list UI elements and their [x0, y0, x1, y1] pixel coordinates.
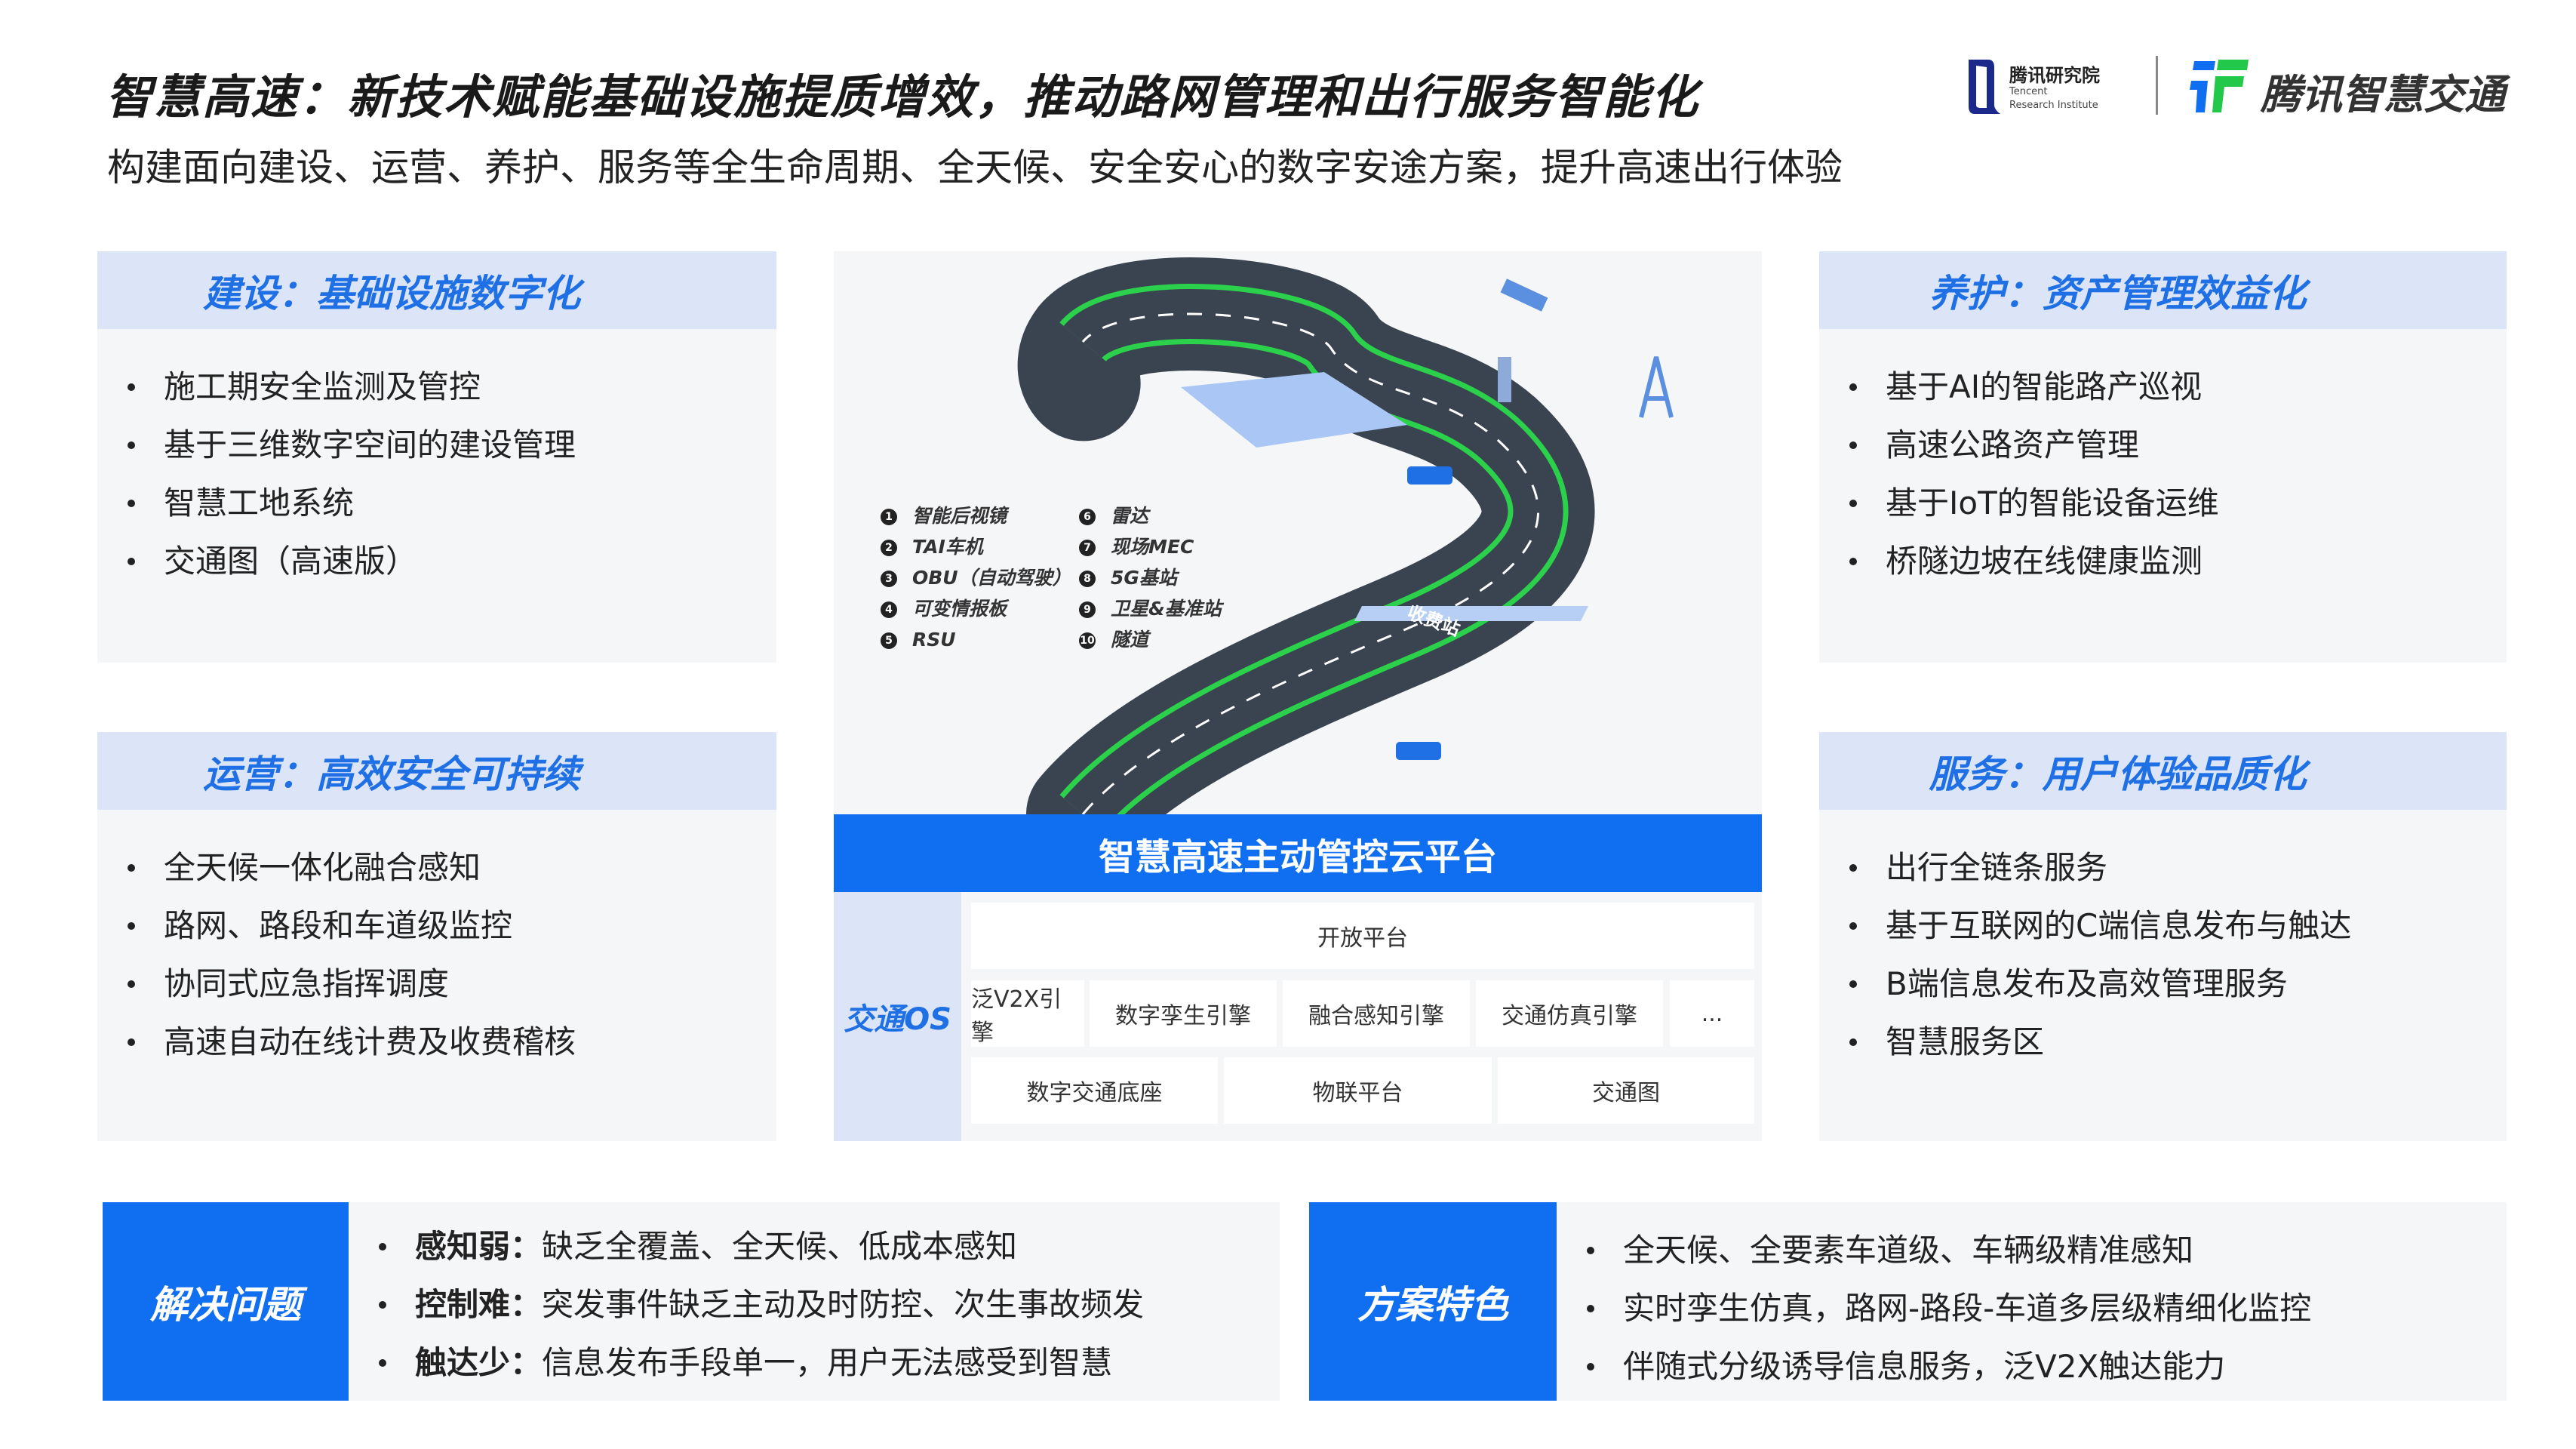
list-item: 实时孪生仿真，路网-路段-车道多层级精细化监控 — [1587, 1279, 2311, 1337]
engine-fusion-perception: 融合感知引擎 — [1283, 980, 1470, 1047]
list-item: 基于IoT的智能设备运维 — [1849, 474, 2507, 532]
list-item: 全天候、全要素车道级、车辆级精准感知 — [1587, 1221, 2311, 1279]
problems-label: 解决问题 — [103, 1202, 349, 1401]
list-item: 基于互联网的C端信息发布与触达 — [1849, 897, 2507, 955]
list-item: 控制难：突发事件缺乏主动及时防控、次生事故频发 — [379, 1275, 1144, 1334]
platform-title-bar: 智慧高速主动管控云平台 — [834, 814, 1762, 892]
5g-tower-icon — [1639, 356, 1674, 418]
traffic-os-area: 交通OS 开放平台 泛V2X引擎 数字孪生引擎 融合感知引擎 交通仿真引擎 ..… — [834, 892, 1762, 1141]
features-label: 方案特色 — [1309, 1202, 1557, 1401]
engine-v2x: 泛V2X引擎 — [971, 980, 1084, 1047]
traffic-logo-text: 腾讯智慧交通 — [2261, 71, 2505, 118]
list-item: 路网、路段和车道级监控 — [128, 897, 776, 955]
list-item: 智慧服务区 — [1849, 1013, 2507, 1071]
traffic-map: 交通图 — [1498, 1057, 1754, 1124]
list-item: 全天候一体化融合感知 — [128, 838, 776, 897]
engine-digital-twin: 数字孪生引擎 — [1090, 980, 1277, 1047]
list-item: 触达少：信息发布手段单一，用户无法感受到智慧 — [379, 1334, 1144, 1392]
open-platform: 开放平台 — [971, 903, 1754, 969]
list-item: 基于三维数字空间的建设管理 — [128, 416, 776, 474]
list-item: 高速自动在线计费及收费稽核 — [128, 1013, 776, 1071]
list-item: 智慧工地系统 — [128, 474, 776, 532]
satellite-icon — [1500, 278, 1548, 312]
research-logo-en2: Research Institute — [2009, 100, 2098, 111]
maintain-panel: 养护：资产管理效益化 基于AI的智能路产巡视 高速公路资产管理 基于IoT的智能… — [1819, 251, 2507, 663]
operate-panel-title: 运营：高效安全可持续 — [97, 732, 776, 810]
build-panel-title: 建设：基础设施数字化 — [97, 251, 776, 329]
list-item: 协同式应急指挥调度 — [128, 955, 776, 1013]
page-subtitle: 构建面向建设、运营、养护、服务等全生命周期、全天候、安全安心的数字安途方案，提升… — [107, 146, 1843, 189]
bus-icon — [1407, 466, 1452, 485]
maintain-panel-title: 养护：资产管理效益化 — [1819, 251, 2507, 329]
research-institute-icon — [1969, 60, 2000, 114]
list-item: 出行全链条服务 — [1849, 838, 2507, 897]
bus-icon — [1396, 742, 1441, 760]
radar-icon — [1498, 357, 1511, 402]
features-box: 方案特色 全天候、全要素车道级、车辆级精准感知 实时孪生仿真，路网-路段-车道多… — [1309, 1202, 2507, 1401]
tunnel-icon — [1181, 372, 1407, 448]
service-panel-title: 服务：用户体验品质化 — [1819, 732, 2507, 810]
toll-gantry-icon — [1354, 606, 1588, 621]
iot-platform: 物联平台 — [1224, 1057, 1492, 1124]
research-logo-cn: 腾讯研究院 — [2009, 65, 2100, 86]
list-item: 交通图（高速版） — [128, 532, 776, 590]
digital-traffic-base: 数字交通底座 — [971, 1057, 1218, 1124]
page-title: 智慧高速：新技术赋能基础设施提质增效，推动路网管理和出行服务智能化 — [106, 69, 1700, 125]
operate-panel: 运营：高效安全可持续 全天候一体化融合感知 路网、路段和车道级监控 协同式应急指… — [97, 732, 776, 1141]
engine-more: ... — [1670, 980, 1754, 1047]
road-graphic — [1017, 257, 1674, 814]
list-item: 桥隧边坡在线健康监测 — [1849, 532, 2507, 590]
engine-traffic-sim: 交通仿真引擎 — [1476, 980, 1663, 1047]
list-item: 伴随式分级诱导信息服务，泛V2X触达能力 — [1587, 1337, 2311, 1395]
list-item: B端信息发布及高效管理服务 — [1849, 955, 2507, 1013]
research-logo-en1: Tencent — [2009, 86, 2048, 97]
list-item: 高速公路资产管理 — [1849, 416, 2507, 474]
traffic-os-label: 交通OS — [834, 892, 961, 1141]
list-item: 施工期安全监测及管控 — [128, 358, 776, 416]
list-item: 基于AI的智能路产巡视 — [1849, 358, 2507, 416]
tencent-research-logo: 腾讯研究院 Tencent Research Institute — [1966, 54, 2139, 122]
list-item: 感知弱：缺乏全覆盖、全天候、低成本感知 — [379, 1217, 1144, 1275]
tf-logo-icon — [2190, 60, 2249, 112]
logo-divider — [2156, 56, 2158, 115]
problems-box: 解决问题 感知弱：缺乏全覆盖、全天候、低成本感知 控制难：突发事件缺乏主动及时防… — [103, 1202, 1280, 1401]
build-panel: 建设：基础设施数字化 施工期安全监测及管控 基于三维数字空间的建设管理 智慧工地… — [97, 251, 776, 663]
service-panel: 服务：用户体验品质化 出行全链条服务 基于互联网的C端信息发布与触达 B端信息发… — [1819, 732, 2507, 1141]
tencent-traffic-logo: 腾讯智慧交通 — [2190, 57, 2514, 118]
